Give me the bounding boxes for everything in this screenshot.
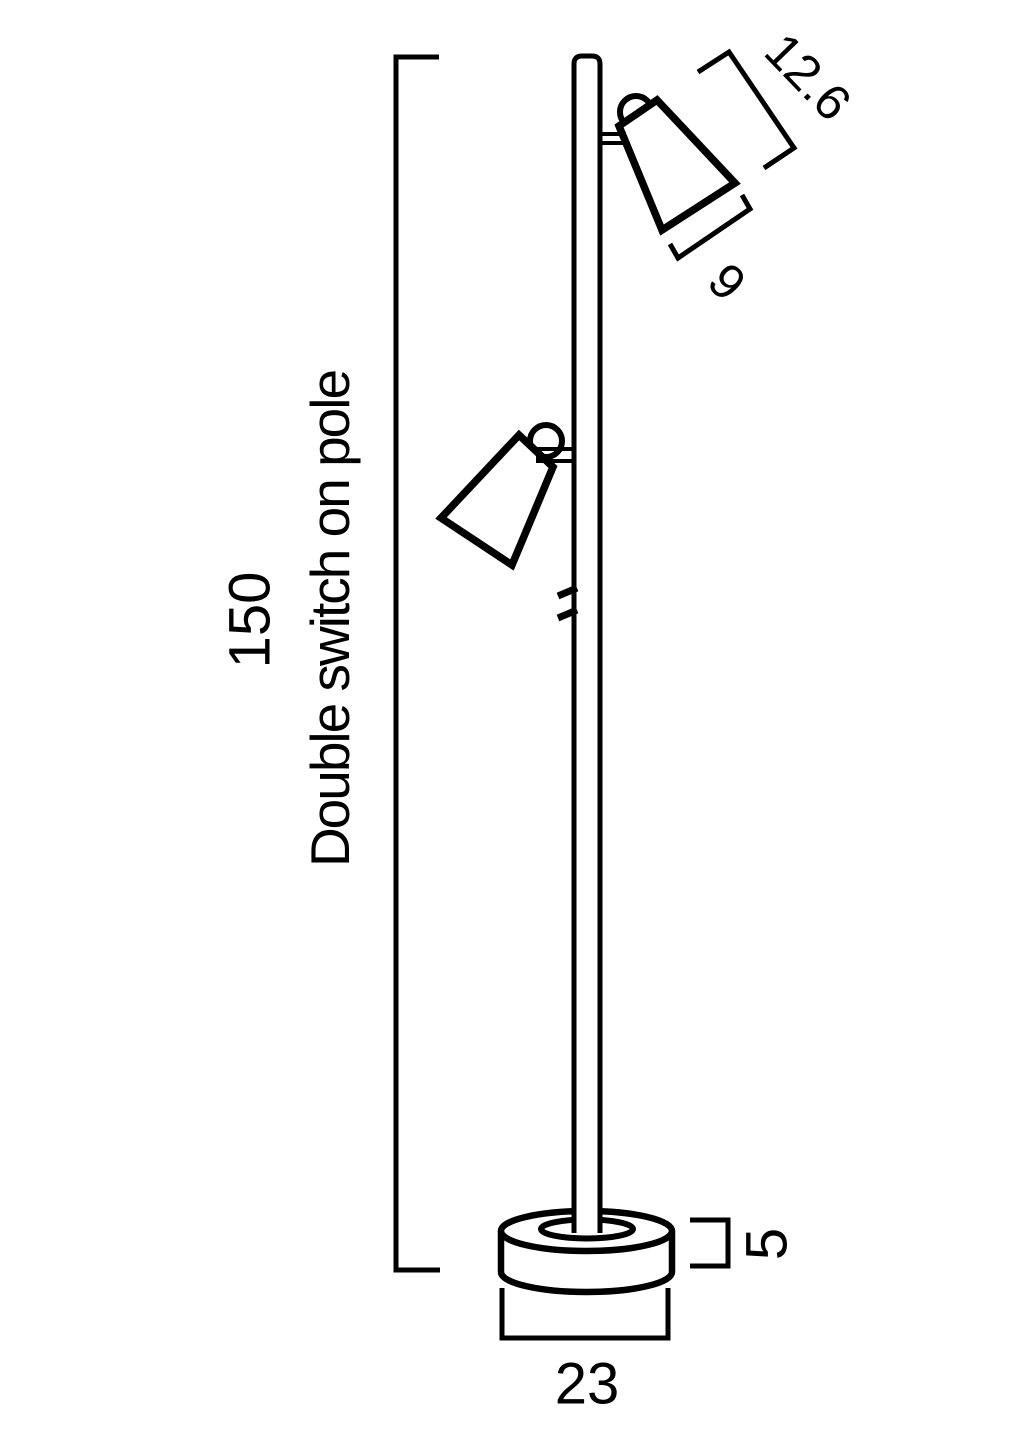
height-dimension-bracket <box>393 54 440 1273</box>
lower-lamp-head <box>435 429 558 571</box>
height-dimension-label: 150 <box>218 572 283 669</box>
pole-note-label: Double switch on pole <box>299 371 361 868</box>
head-opening-dimension-bracket <box>667 193 754 262</box>
base-height-label: 5 <box>735 1228 800 1260</box>
double-switch-marks <box>556 584 579 622</box>
base-diameter-dimension-bracket <box>499 1288 671 1341</box>
upper-head-arm <box>600 132 627 145</box>
head-length-dimension-bracket <box>696 48 798 171</box>
lamp-pole <box>571 53 603 1233</box>
lower-head-arm <box>536 447 576 463</box>
upper-lamp-head <box>614 95 741 236</box>
base-height-dimension-bracket <box>690 1217 731 1269</box>
base-diameter-label: 23 <box>555 1352 620 1417</box>
head-opening-label: 9 <box>697 253 757 312</box>
